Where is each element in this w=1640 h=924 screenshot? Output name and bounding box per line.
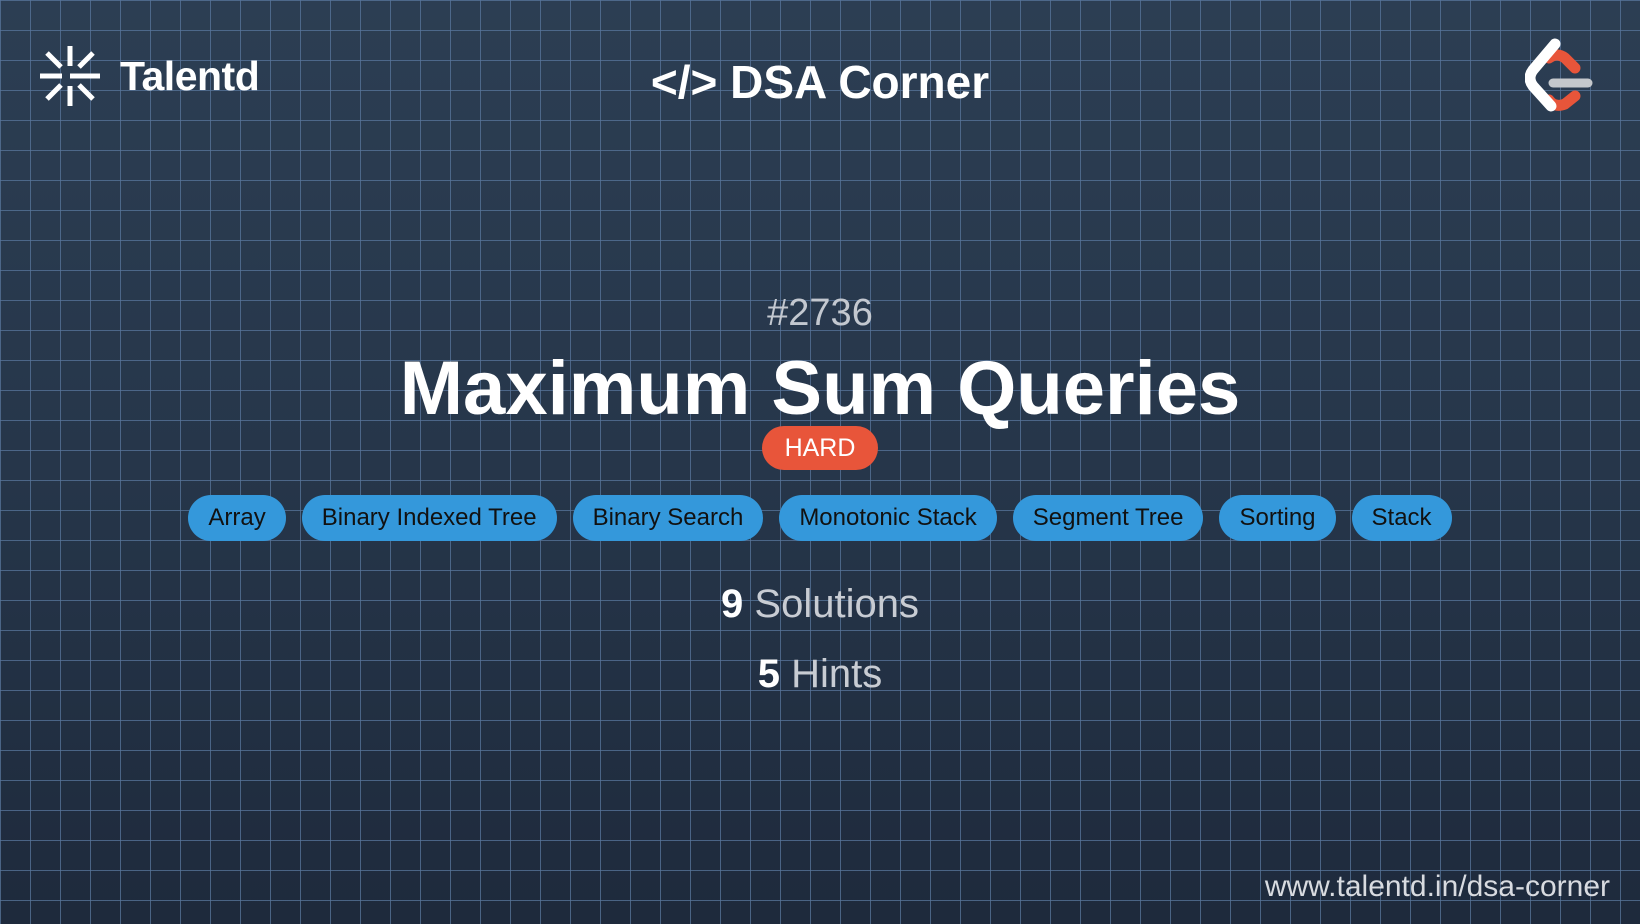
hints-number: 5 [757, 652, 780, 696]
hints-label: Hints [791, 652, 883, 696]
brand: Talentd [38, 44, 260, 108]
solutions-label: Solutions [754, 582, 919, 626]
tag-binary-search: Binary Search [572, 495, 764, 541]
problem-title: Maximum Sum Queries [399, 346, 1241, 431]
tag-sorting: Sorting [1219, 495, 1336, 541]
header-title: </> DSA Corner [650, 56, 990, 108]
tag-list: Array Binary Indexed Tree Binary Search … [0, 495, 1640, 541]
solutions-number: 9 [721, 582, 744, 626]
tag-array: Array [188, 495, 286, 541]
brand-name: Talentd [120, 52, 260, 99]
leetcode-logo-icon [1525, 38, 1593, 112]
hints-count: 5 Hints [0, 652, 1640, 697]
tag-segment-tree: Segment Tree [1012, 495, 1204, 541]
problem-number: #2736 [767, 292, 873, 334]
tag-monotonic-stack: Monotonic Stack [779, 495, 997, 541]
talentd-asterisk-icon [40, 46, 100, 106]
tag-binary-indexed-tree: Binary Indexed Tree [301, 495, 557, 541]
difficulty-badge: HARD [762, 426, 878, 470]
solutions-count: 9 Solutions [0, 582, 1640, 627]
footer-url: www.talentd.in/dsa-corner [1264, 870, 1610, 903]
tag-stack: Stack [1351, 495, 1452, 541]
